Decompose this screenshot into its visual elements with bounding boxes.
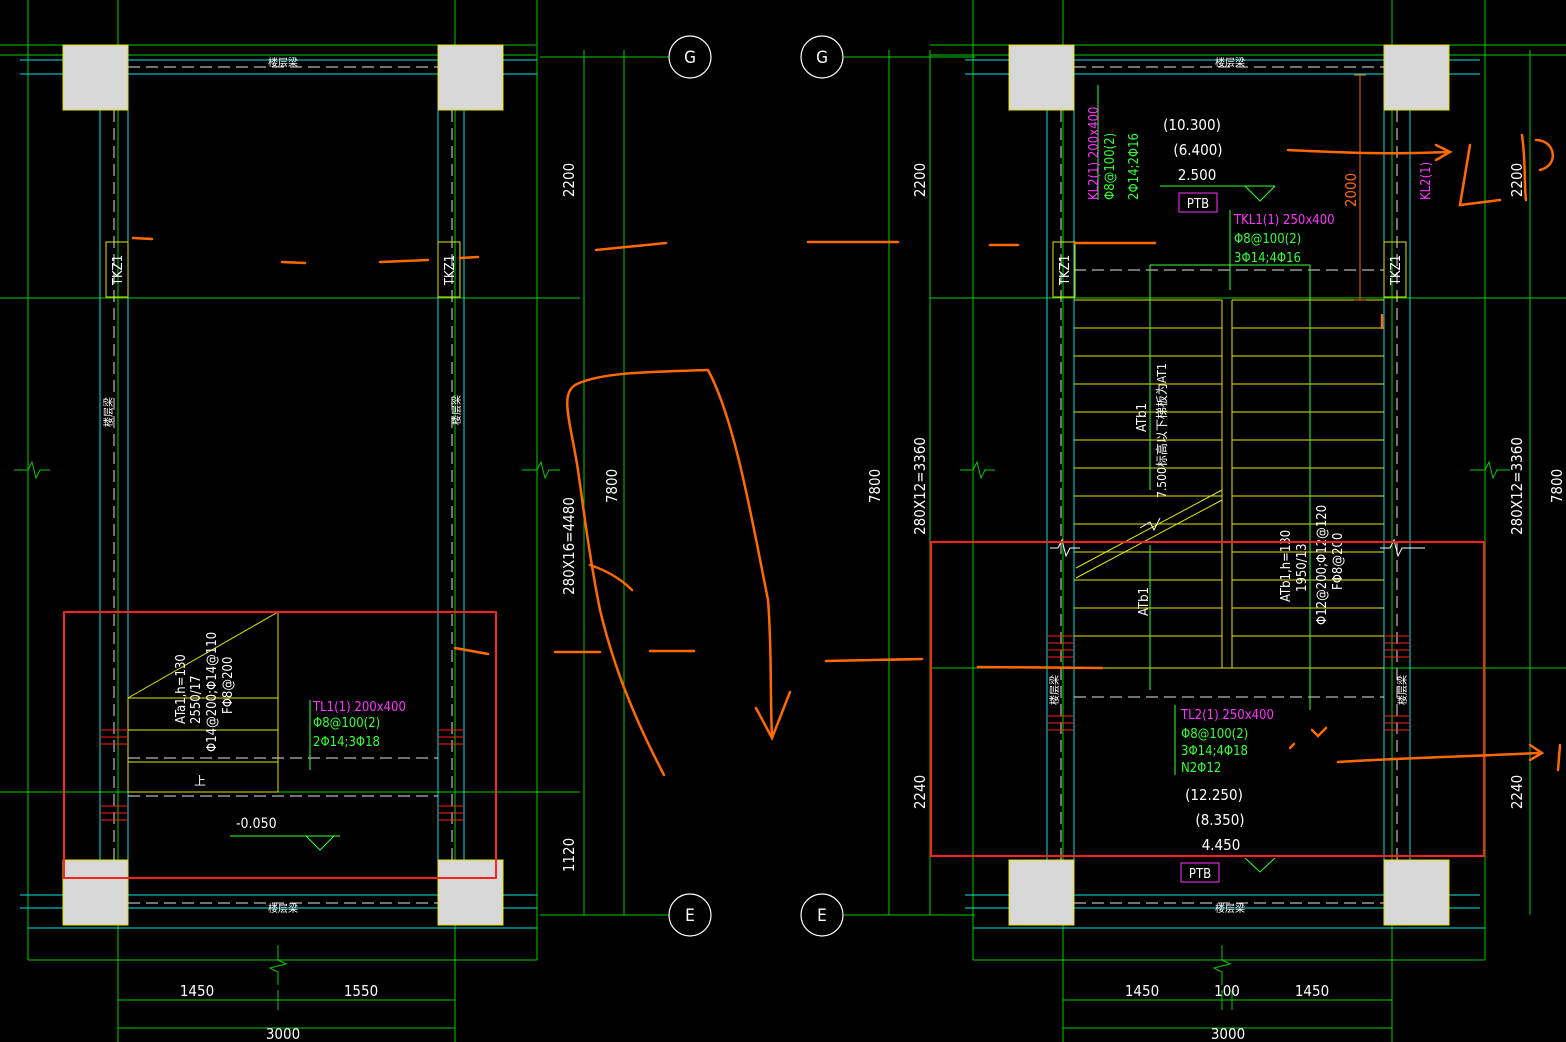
- axis-label-g-right: G: [816, 48, 828, 68]
- tkz-boxes: [105, 241, 1407, 298]
- left-stair-rebar: Φ14@200;Φ14@110: [205, 632, 220, 752]
- ptb-bottom-box: [1180, 862, 1220, 883]
- right-ptb-top: PTB: [1187, 197, 1209, 212]
- left-dim-4480: 280X16=4480: [560, 497, 578, 595]
- break-markers: [14, 460, 1510, 985]
- right-dim-2240-right: 2240: [1508, 775, 1526, 809]
- axis-bubbles: [668, 35, 844, 937]
- left-tkz1-tag-right: TKZ1: [443, 255, 458, 286]
- left-dim-3000: 3000: [266, 1025, 300, 1042]
- columns: [62, 44, 1450, 926]
- right-atb1-dist: FΦ8@200: [1331, 533, 1346, 590]
- right-kl2-name: KL2(1) 200x400: [1087, 107, 1102, 200]
- left-beam-side-left: 楼层梁: [102, 397, 115, 427]
- right-dim-2240-left: 2240: [911, 775, 929, 809]
- ptb-top-box: [1178, 192, 1218, 213]
- column-left-top-left: [62, 44, 129, 111]
- left-dim-2200: 2200: [560, 163, 578, 197]
- right-atb1-code: ATb1,h=130: [1279, 530, 1294, 602]
- right-dim-1450-left: 1450: [1125, 982, 1159, 1000]
- right-dim-2000: 2000: [1342, 173, 1360, 207]
- left-tl1-stirrup: Φ8@100(2): [313, 716, 380, 731]
- right-elev-top-2: (6.400): [1173, 141, 1222, 159]
- axis-label-e-left: E: [685, 906, 695, 926]
- right-kl2-bars: 2Φ14;2Φ16: [1127, 133, 1142, 200]
- dim-2000-line: [1354, 74, 1366, 301]
- right-dim-2200-right: 2200: [1508, 163, 1526, 197]
- right-dim-1450-right: 1450: [1295, 982, 1329, 1000]
- left-tkz1-tag-left: TKZ1: [111, 255, 126, 286]
- red-highlight-box-right: [930, 541, 1485, 857]
- column-left-bottom-right: [437, 859, 504, 926]
- right-atb1-lower: ATb1: [1137, 587, 1152, 616]
- orange-sketch-annotations: [131, 133, 1562, 777]
- right-dim-100: 100: [1214, 982, 1240, 1000]
- right-elev-top-1: (10.300): [1163, 116, 1221, 134]
- right-elev-bottom-2: (8.350): [1195, 811, 1244, 829]
- right-tl2-n: N2Φ12: [1181, 761, 1221, 776]
- axis-label-g-left: G: [684, 48, 696, 68]
- left-dim-1450: 1450: [180, 982, 214, 1000]
- left-beam-bottom-label: 楼层梁: [268, 902, 298, 915]
- right-elev-bottom-3: 4.450: [1202, 836, 1241, 854]
- green-leaders: [309, 85, 1311, 775]
- left-stair-dist: FΦ8@200: [221, 657, 236, 714]
- right-tkl1-name: TKL1(1) 250x400: [1233, 213, 1335, 228]
- right-dim-3360-left: 280X12=3360: [911, 437, 929, 535]
- left-dim-1120: 1120: [560, 838, 578, 872]
- left-tl1-name: TL1(1) 200x400: [312, 700, 406, 715]
- stair-break-symbols: [1050, 517, 1425, 558]
- right-kl2-stirrup: Φ8@100(2): [1103, 133, 1118, 200]
- right-dim-3360-right: 280X12=3360: [1508, 437, 1526, 535]
- right-tl2-bars: 3Φ14;4Φ18: [1181, 744, 1248, 759]
- right-tkz1-tag-right: TKZ1: [1389, 255, 1404, 286]
- stair-left: [127, 611, 279, 793]
- left-stair-span: 2550/17: [189, 675, 204, 724]
- stair-left-hatch: [100, 729, 464, 821]
- right-tkl1-bars: 3Φ14;4Φ16: [1234, 251, 1301, 266]
- left-dim-7800: 7800: [603, 469, 621, 503]
- right-beam-side-left: 楼层梁: [1048, 675, 1061, 705]
- left-up-mark: 上: [194, 774, 206, 788]
- column-left-bottom-left: [62, 859, 129, 926]
- right-tl2-stirrup: Φ8@100(2): [1181, 727, 1248, 742]
- right-beam-side-right: 楼层梁: [1396, 675, 1409, 705]
- right-dim-7800-right: 7800: [1548, 469, 1566, 503]
- right-elev-bottom-1: (12.250): [1185, 786, 1243, 804]
- right-atb1-rebar: Φ12@200;Φ12@120: [1315, 505, 1330, 625]
- left-tl1-bars: 2Φ14;3Φ18: [313, 735, 380, 750]
- left-dim-1550: 1550: [344, 982, 378, 1000]
- right-dim-7800-left: 7800: [866, 469, 884, 503]
- right-ptb-bottom: PTB: [1189, 867, 1211, 882]
- red-highlight-box-left: [63, 611, 497, 879]
- right-tl2-name: TL2(1) 250x400: [1180, 708, 1274, 723]
- right-tkz1-tag-left: TKZ1: [1058, 255, 1073, 286]
- beam-dashed-lines: [113, 66, 1398, 904]
- left-stair-code: ATa1,h=130: [174, 654, 189, 724]
- column-right-top-left: [1008, 44, 1075, 111]
- right-atb1-span: 1950/13: [1295, 543, 1310, 592]
- right-atb1-note: 7.500标高以下梯板为AT1: [1154, 363, 1169, 498]
- right-atb1-upper: ATb1: [1135, 403, 1150, 432]
- right-dim-2200-left: 2200: [911, 163, 929, 197]
- right-elev-top-3: 2.500: [1178, 166, 1217, 184]
- stair-right: [1074, 299, 1384, 669]
- column-right-bottom-left: [1008, 859, 1075, 926]
- column-right-top-right: [1383, 44, 1450, 111]
- left-beam-top-label: 楼层梁: [268, 56, 298, 69]
- right-dim-3000: 3000: [1211, 1025, 1245, 1042]
- left-elevation: -0.050: [236, 816, 277, 832]
- left-beam-side-right: 楼层梁: [450, 395, 463, 425]
- right-beam-top-label: 楼层梁: [1215, 56, 1245, 69]
- right-beam-bottom-label: 楼层梁: [1215, 902, 1245, 915]
- axis-label-e-right: E: [817, 906, 827, 926]
- stair-right-hatch: [1047, 635, 1410, 731]
- column-left-top-right: [437, 44, 504, 111]
- elevation-markers: [230, 185, 1276, 873]
- column-right-bottom-right: [1383, 859, 1450, 926]
- right-kl2-label-right: KL2(1): [1419, 162, 1434, 200]
- right-tkl1-stirrup: Φ8@100(2): [1234, 232, 1301, 247]
